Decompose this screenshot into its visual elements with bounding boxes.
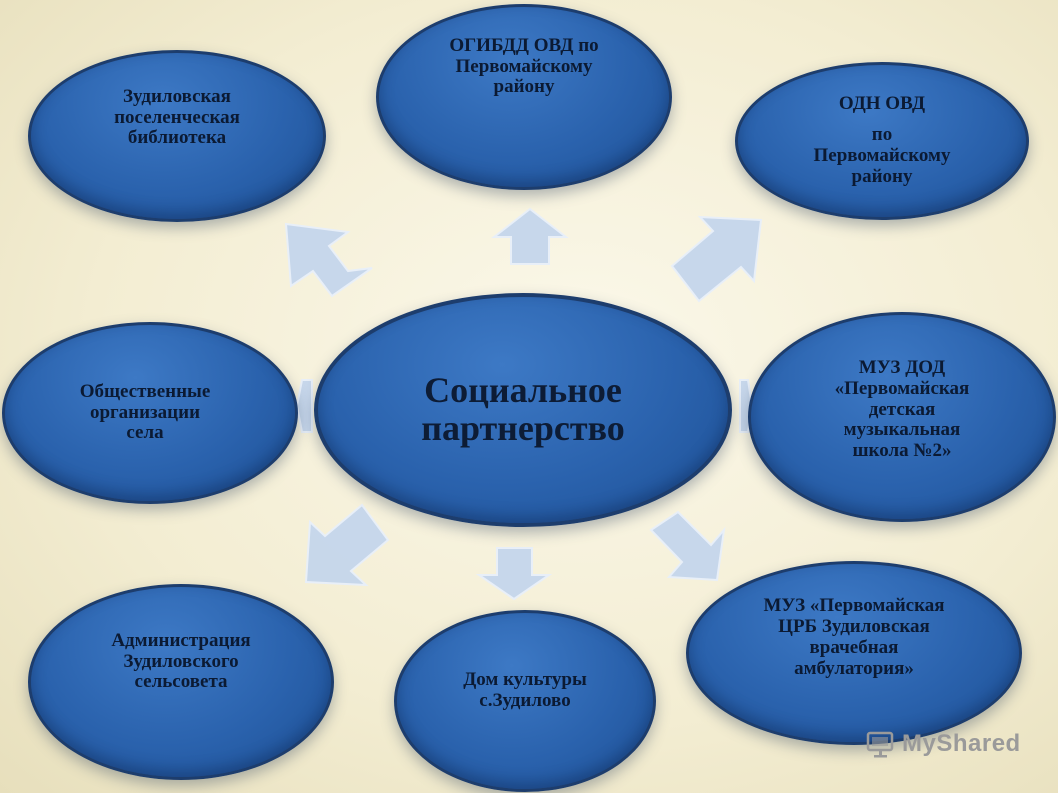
- node-hospital-line3: врачебная: [809, 637, 899, 658]
- center-title-line1: Социальное: [424, 370, 622, 411]
- node-administration-line1: Администрация: [111, 629, 251, 651]
- node-public-orgs-line2: организации: [89, 401, 201, 423]
- node-music-school-line2: «Первомайская: [834, 377, 970, 399]
- node-odn-line4: району: [851, 165, 913, 187]
- node-ogibdd-line1: ОГИБДД ОВД по: [449, 34, 599, 56]
- watermark-text: MyShared: [902, 730, 1021, 757]
- arrow-up-right: [670, 215, 763, 303]
- node-library-line2: поселенческая: [114, 106, 240, 128]
- node-library: Зудиловская поселенческая библиотека: [28, 50, 326, 222]
- node-music-school-line5: школа №2»: [852, 440, 952, 462]
- node-library-line1: Зудиловская: [123, 85, 231, 107]
- node-culture-house: Дом культуры с.Зудилово: [394, 610, 656, 792]
- node-public-orgs-line3: села: [126, 422, 164, 444]
- node-music-school: МУЗ ДОД «Первомайская детская музыкальна…: [748, 312, 1056, 522]
- node-odn-line3: Первомайскому: [813, 145, 951, 166]
- arrow-down-right: [649, 510, 726, 582]
- center-node-social-partnership: Социальное партнерство: [314, 293, 732, 527]
- node-odn-line1: ОДН ОВД: [838, 93, 926, 115]
- node-administration-line3: сельсовета: [134, 671, 228, 693]
- arrow-down-left: [304, 503, 390, 587]
- node-music-school-line3: детская: [868, 398, 936, 420]
- arrow-up: [491, 207, 569, 265]
- node-hospital-line1: МУЗ «Первомайская: [763, 595, 945, 617]
- myshared-logo-icon: [866, 731, 894, 758]
- node-music-school-line1: МУЗ ДОД: [858, 356, 946, 378]
- node-ogibdd: ОГИБДД ОВД по Первомайскому району: [376, 4, 672, 190]
- node-public-orgs-line1: Общественные: [79, 380, 211, 402]
- node-odn-line2: по: [871, 124, 893, 146]
- node-music-school-line4: музыкальная: [843, 419, 961, 441]
- node-hospital-line2: ЦРБ Зудиловская: [778, 616, 930, 638]
- node-ogibdd-line3: району: [493, 76, 555, 98]
- node-culture-house-line1: Дом культуры: [463, 669, 587, 691]
- node-hospital-line4: амбулатория»: [794, 657, 914, 679]
- myshared-watermark: MyShared: [866, 730, 1021, 758]
- node-administration-line2: Зудиловского: [123, 650, 239, 672]
- node-administration: Администрация Зудиловского сельсовета: [28, 584, 334, 780]
- arrow-up-left: [284, 222, 373, 298]
- node-odn: ОДН ОВД по Первомайскому району: [735, 62, 1029, 220]
- node-public-organizations: Общественные организации села: [2, 322, 298, 504]
- node-culture-house-line2: с.Зудилово: [479, 690, 571, 711]
- node-ogibdd-line2: Первомайскому: [455, 55, 593, 77]
- arrow-left: [295, 379, 313, 433]
- arrow-down: [475, 547, 553, 601]
- node-hospital: МУЗ «Первомайская ЦРБ Зудиловская врачеб…: [686, 561, 1022, 745]
- center-title-line2: партнерство: [421, 408, 625, 448]
- node-library-line3: библиотека: [127, 127, 227, 149]
